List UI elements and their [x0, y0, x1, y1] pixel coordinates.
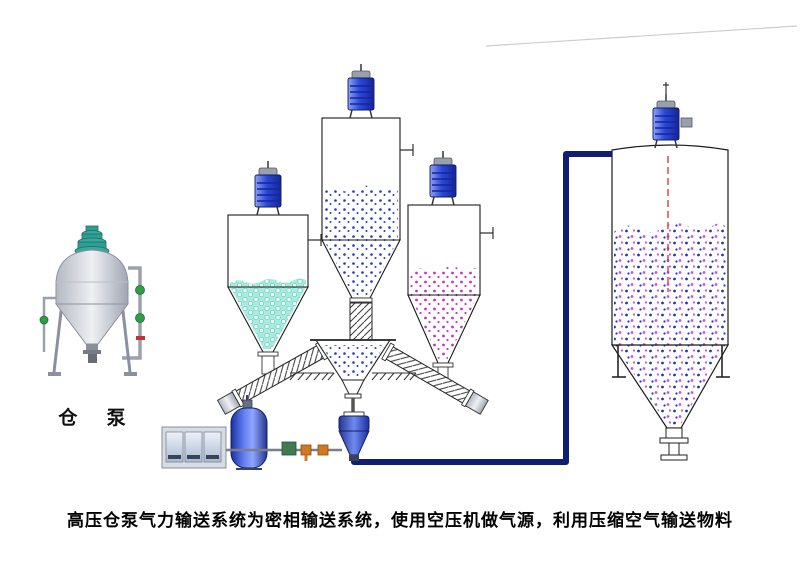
storage-silo-motor: [652, 82, 693, 149]
outlet-flange: [659, 437, 689, 444]
photo-left-pipe: [42, 296, 56, 352]
filter-motor-left-silo: [254, 161, 282, 216]
motor-ribs: [432, 172, 454, 192]
material-fill-cyan: [230, 278, 306, 349]
hopper-material: [320, 345, 386, 376]
motor-mount: [431, 196, 455, 206]
silo-pump-photo: [39, 225, 145, 376]
silo-pump-label: 仓 泵: [58, 408, 138, 429]
orange-fitting: [317, 444, 329, 456]
tank-body: [230, 407, 268, 469]
filter-motor-right-silo: [429, 151, 457, 206]
scan-artifact-line: [485, 25, 798, 47]
level-sensor-bracket: [308, 234, 322, 246]
motor-mount: [349, 109, 373, 119]
inlet-flange: [343, 411, 365, 417]
material-fill-magenta: [410, 266, 478, 360]
screw-conveyor-left: [216, 341, 329, 415]
motor-ribs: [257, 182, 279, 202]
vessel-outlet: [86, 344, 98, 350]
outlet-base-flange: [660, 454, 688, 461]
screw-tube: [233, 344, 326, 405]
motor-ribs: [655, 115, 677, 135]
pressure-send-tank: [338, 411, 370, 461]
ground-symbol-left: [289, 372, 335, 381]
send-tank-body: [338, 415, 370, 432]
cone-flange: [349, 297, 373, 303]
screw-end-flange: [381, 342, 395, 362]
vessel-foot: [124, 372, 137, 376]
feed-silo-middle: [321, 117, 414, 303]
silo-legs: [612, 345, 730, 378]
vessel-body: [55, 249, 129, 305]
cone-flange: [432, 362, 454, 368]
screw-end-flange: [231, 388, 245, 408]
hopper-cone: [341, 379, 365, 395]
vessel-leg: [120, 302, 132, 373]
valve-handwheel: [135, 313, 145, 323]
storage-silo: [610, 82, 730, 461]
send-tank-cone: [338, 430, 370, 456]
motor-body: [429, 164, 457, 198]
motor-mount: [654, 139, 678, 149]
outlet-valve: [88, 354, 97, 363]
air-receiver-tank: [230, 395, 268, 470]
caption-text: 高压仓泵气力输送系统为密相输送系统，使用空压机做气源，利用压缩空气输送物料: [67, 511, 733, 530]
silo-outlet: [665, 427, 683, 439]
screw-conveyor-vertical: [349, 302, 373, 341]
orange-fitting: [300, 444, 312, 456]
compressor-panel: [203, 431, 222, 463]
level-sensor-bracket: [400, 144, 414, 156]
ground-symbol-right: [371, 372, 417, 381]
vessel-foot: [48, 372, 61, 376]
motor-mount: [256, 206, 280, 216]
screw-tube: [383, 345, 472, 405]
outlet-pipe: [668, 442, 680, 456]
photo-right-pipe: [122, 266, 142, 360]
vessel-leg: [52, 302, 64, 373]
compressor-panel: [165, 431, 184, 463]
silo-shell: [227, 214, 309, 288]
motor-junction-box: [680, 117, 693, 128]
material-fill-mixed: [614, 223, 726, 426]
screw-drive-motor: [464, 391, 489, 415]
air-line: [226, 441, 342, 461]
booster-valve: [281, 441, 297, 456]
motor-body: [254, 174, 282, 208]
compressor-vent: [168, 455, 181, 459]
filter-motor-middle-silo: [347, 64, 375, 119]
valve-red-handle: [136, 336, 145, 340]
collecting-hopper: [310, 339, 396, 416]
hopper-flange: [344, 393, 362, 399]
send-tank-outlet: [349, 455, 359, 461]
feed-silo-left: [227, 214, 322, 375]
motor-body: [652, 107, 680, 141]
valve-handwheel: [39, 315, 49, 325]
level-sensor-bracket: [480, 227, 494, 239]
compressor-vent: [206, 455, 219, 459]
compressor-panel: [184, 431, 203, 463]
vessel-cone: [55, 303, 129, 345]
motor-body: [347, 77, 375, 111]
cone-flange: [257, 351, 279, 357]
motor-ribs: [350, 85, 372, 105]
valve-handwheel: [135, 285, 145, 295]
outlet-flange: [83, 350, 101, 354]
air-compressor: [161, 426, 227, 469]
feed-silo-right: [407, 204, 494, 384]
screw-conveyor-right: [381, 342, 489, 415]
compressor-vent: [187, 455, 200, 459]
